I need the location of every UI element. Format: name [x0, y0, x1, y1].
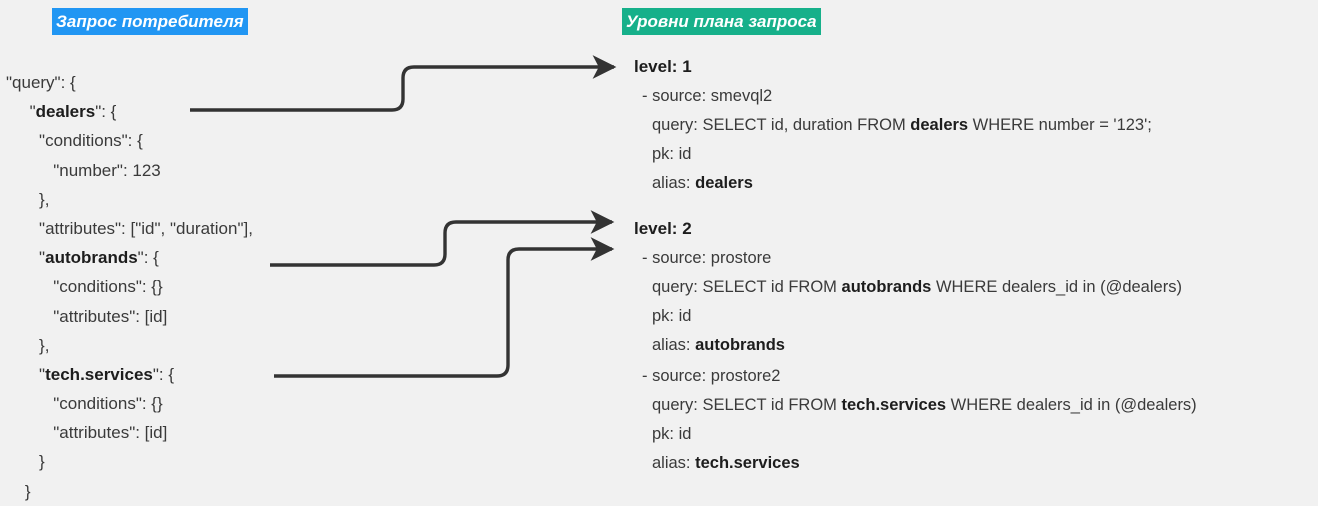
json-line: "number": 123: [6, 160, 161, 180]
plan-level-title: level: 2: [634, 219, 692, 238]
plan-pk-line: pk: id: [652, 425, 692, 443]
plan-query-line: query: SELECT id FROM autobrands WHERE d…: [652, 278, 1182, 296]
plan-source-block: - source: smevql2 query: SELECT id, durat…: [634, 82, 1318, 198]
plan-query-line: query: SELECT id, duration FROM dealers …: [652, 116, 1152, 134]
json-line: }: [6, 481, 31, 501]
json-line: "conditions": {: [6, 131, 143, 151]
json-line: },: [6, 189, 50, 209]
json-line: }: [6, 452, 45, 472]
json-line: "attributes": ["id", "duration"],: [6, 218, 253, 238]
plan-source-block: - source: prostore query: SELECT id FROM …: [634, 244, 1318, 360]
plan-level-title: level: 1: [634, 57, 692, 76]
plan-pk-line: pk: id: [652, 145, 692, 163]
json-line: "query": {: [6, 73, 76, 92]
plan-alias-line: alias: dealers: [652, 174, 753, 192]
json-line: },: [6, 335, 50, 355]
plan-source-line: - source: prostore2: [642, 367, 781, 385]
json-line: "autobrands": {: [6, 248, 159, 268]
json-line: "tech.services": {: [6, 364, 175, 384]
plan-source-line: - source: smevql2: [642, 87, 773, 105]
plan-pk-line: pk: id: [652, 307, 692, 325]
plan-source-line: - source: prostore: [642, 249, 772, 267]
plan-source-block: - source: prostore2 query: SELECT id FROM…: [634, 362, 1318, 478]
plan-query-line: query: SELECT id FROM tech.services WHER…: [652, 396, 1197, 414]
json-line: "attributes": [id]: [6, 306, 168, 326]
json-line: "conditions": {}: [6, 277, 163, 297]
consumer-query-header: Запрос потребителя: [52, 8, 248, 35]
plan-alias-line: alias: tech.services: [652, 454, 800, 472]
json-line: "conditions": {}: [6, 394, 163, 414]
query-plan-levels: level: 1 - source: smevql2 query: SELECT i…: [634, 54, 1318, 478]
json-line: "dealers": {: [6, 102, 117, 122]
consumer-query-json: "query": { "dealers": { "conditions": { …: [6, 68, 566, 506]
plan-alias-line: alias: autobrands: [652, 336, 785, 354]
plan-levels-header: Уровни плана запроса: [622, 8, 821, 35]
json-line: "attributes": [id]: [6, 423, 168, 443]
